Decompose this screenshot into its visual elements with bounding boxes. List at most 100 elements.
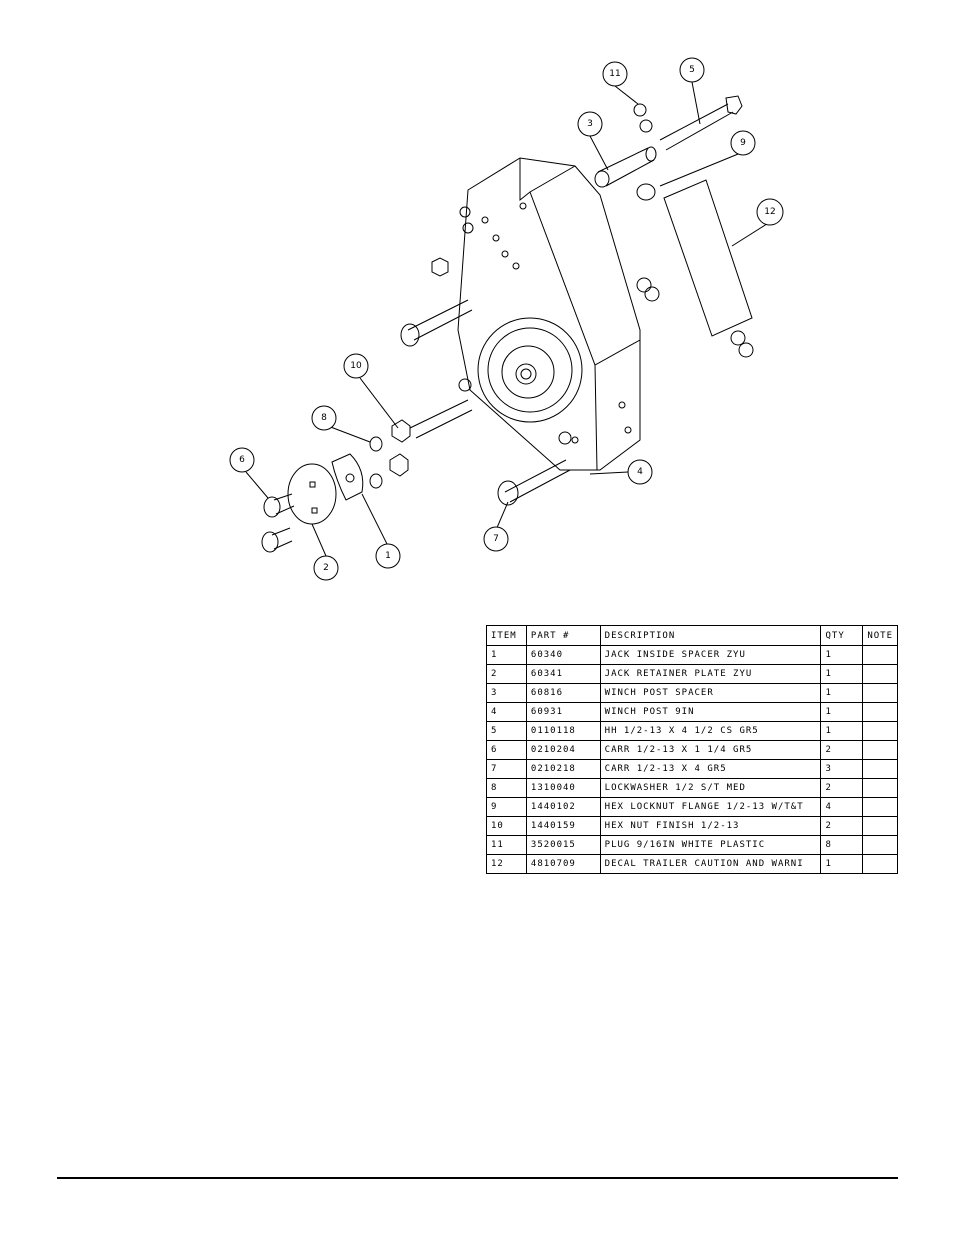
balloon-11 xyxy=(602,61,628,87)
plugs xyxy=(633,103,653,133)
cell-item: 4 xyxy=(486,702,527,722)
cell-description: HEX LOCKNUT FLANGE 1/2-13 W/T&T xyxy=(599,797,822,817)
cell-description: HH 1/2-13 X 4 1/2 CS GR5 xyxy=(599,721,822,741)
cell-item: 7 xyxy=(486,759,527,779)
table-header-row: ITEM PART # DESCRIPTION QTY NOTE xyxy=(486,625,898,646)
cell-part: 60341 xyxy=(525,664,601,684)
cell-qty: 1 xyxy=(820,683,864,703)
cell-qty: 2 xyxy=(820,740,864,760)
balloon-label-5: 5 xyxy=(689,65,695,75)
cell-description: WINCH POST 9IN xyxy=(599,702,822,722)
balloon-7 xyxy=(483,526,509,552)
cell-part: 60931 xyxy=(525,702,601,722)
cell-note xyxy=(862,683,898,703)
winch-post-spacer xyxy=(594,146,657,188)
jack-retainer-plate xyxy=(287,463,337,525)
cell-item: 2 xyxy=(486,664,527,684)
cell-qty: 1 xyxy=(820,854,864,874)
hex-head-bolt xyxy=(659,95,743,151)
cell-note xyxy=(862,854,898,874)
cell-description: CARR 1/2-13 X 4 GR5 xyxy=(599,759,822,779)
cell-note xyxy=(862,702,898,722)
cell-note xyxy=(862,835,898,855)
balloon-label-10: 10 xyxy=(350,361,362,371)
balloon-12 xyxy=(756,198,784,226)
balloon-8 xyxy=(311,405,337,431)
header-part: PART # xyxy=(525,625,601,646)
cell-description: WINCH POST SPACER xyxy=(599,683,822,703)
header-note: NOTE xyxy=(862,625,898,646)
balloon-6 xyxy=(229,447,255,473)
jack-inside-spacer xyxy=(331,453,364,501)
cell-note xyxy=(862,721,898,741)
cell-qty: 2 xyxy=(820,816,864,836)
cell-qty: 8 xyxy=(820,835,864,855)
cell-note xyxy=(862,740,898,760)
cell-description: JACK INSIDE SPACER ZYU xyxy=(599,645,822,665)
cell-description: CARR 1/2-13 X 1 1/4 GR5 xyxy=(599,740,822,760)
cell-qty: 1 xyxy=(820,702,864,722)
cell-description: LOCKWASHER 1/2 S/T MED xyxy=(599,778,822,798)
cell-item: 12 xyxy=(486,854,527,874)
cell-note xyxy=(862,778,898,798)
cell-qty: 1 xyxy=(820,721,864,741)
balloon-9 xyxy=(730,130,756,156)
balloon-3 xyxy=(577,111,603,137)
header-description: DESCRIPTION xyxy=(599,625,822,646)
balloon-label-11: 11 xyxy=(609,69,620,79)
cell-item: 11 xyxy=(486,835,527,855)
balloon-10 xyxy=(343,353,369,379)
cell-part: 1440102 xyxy=(525,797,601,817)
footer-rule xyxy=(57,1177,898,1179)
cell-note xyxy=(862,664,898,684)
balloon-4 xyxy=(627,459,653,485)
cell-description: JACK RETAINER PLATE ZYU xyxy=(599,664,822,684)
cell-note xyxy=(862,759,898,779)
balloon-label-7: 7 xyxy=(493,534,499,544)
cell-part: 3520015 xyxy=(525,835,601,855)
cell-item: 10 xyxy=(486,816,527,836)
balloon-label-6: 6 xyxy=(239,455,245,465)
balloon-label-2: 2 xyxy=(323,563,329,573)
cell-part: 4810709 xyxy=(525,854,601,874)
cell-note xyxy=(862,816,898,836)
cell-part: 60340 xyxy=(525,645,601,665)
header-item: ITEM xyxy=(486,625,527,646)
cell-item: 5 xyxy=(486,721,527,741)
decal xyxy=(663,179,753,337)
cell-description: HEX NUT FINISH 1/2-13 xyxy=(599,816,822,836)
cell-part: 0210218 xyxy=(525,759,601,779)
cell-qty: 2 xyxy=(820,778,864,798)
winch-post-plate xyxy=(457,157,641,471)
cell-qty: 1 xyxy=(820,645,864,665)
balloon-label-8: 8 xyxy=(321,413,327,423)
balloon-label-4: 4 xyxy=(637,467,643,477)
header-qty: QTY xyxy=(820,625,864,646)
cell-item: 1 xyxy=(486,645,527,665)
cell-note xyxy=(862,797,898,817)
balloon-5 xyxy=(679,57,705,83)
cell-qty: 4 xyxy=(820,797,864,817)
cell-note xyxy=(862,645,898,665)
cell-qty: 1 xyxy=(820,664,864,684)
exploded-assembly-drawing: 11 5 3 9 12 10 8 6 4 7 1 2 xyxy=(229,57,784,581)
balloon-1 xyxy=(375,543,401,569)
carriage-bolts xyxy=(400,299,571,506)
balloon-2 xyxy=(313,555,339,581)
cell-part: 1310040 xyxy=(525,778,601,798)
cell-item: 8 xyxy=(486,778,527,798)
cell-item: 9 xyxy=(486,797,527,817)
balloon-label-1: 1 xyxy=(385,551,391,561)
